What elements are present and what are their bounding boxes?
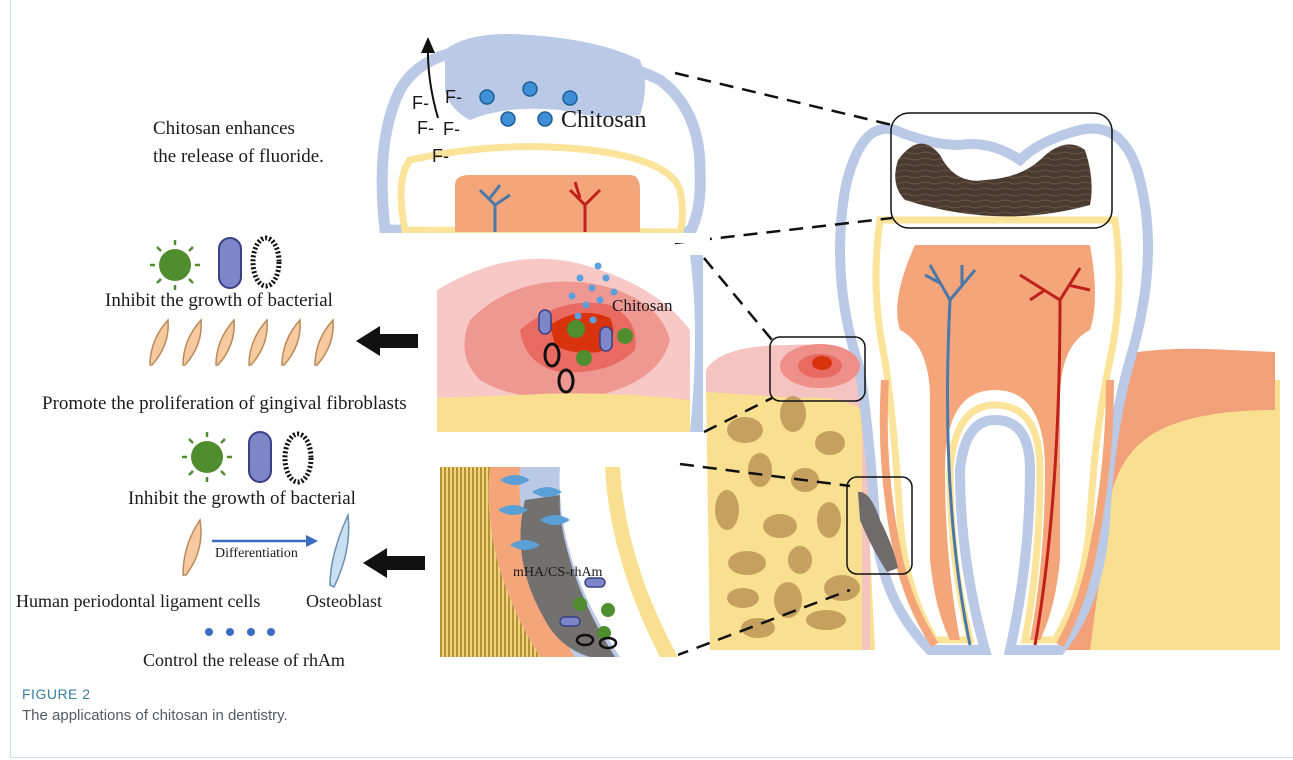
- rham-release-label: Control the release of rhAm: [143, 650, 345, 671]
- bacteria-icons-row-2: [182, 432, 311, 482]
- osteoblast-icon: [330, 515, 349, 587]
- differentiation-label: Differentiation: [215, 546, 298, 562]
- figure-label: FIGURE 2: [22, 686, 91, 702]
- gingiva-panel: [437, 248, 703, 432]
- left-arrow-1: [356, 326, 418, 356]
- fluoride-ion: F-: [443, 119, 460, 140]
- inhibit-bacteria-label-2: Inhibit the growth of bacterial: [128, 488, 356, 510]
- large-tooth: [706, 113, 1280, 650]
- fibroblast-proliferation-label: Promote the proliferation of gingival fi…: [42, 393, 407, 415]
- inhibit-bacteria-label-1: Inhibit the growth of bacterial: [105, 290, 333, 312]
- osteoblast-label: Osteoblast: [306, 591, 382, 612]
- top-chitosan-label: Chitosan: [561, 107, 646, 134]
- fluoride-ion: F-: [445, 87, 462, 108]
- bacteria-icons-row-1: [150, 238, 279, 290]
- fluoride-ion: F-: [412, 93, 429, 114]
- fibroblast-row: [150, 320, 333, 365]
- pdl-cell-icon: [183, 520, 201, 575]
- figure-caption: The applications of chitosan in dentistr…: [22, 707, 288, 724]
- fluoride-ion: F-: [417, 118, 434, 139]
- fluoride-note-line2: the release of fluoride.: [153, 146, 324, 168]
- fluoride-note-line1: Chitosan enhances: [153, 118, 295, 140]
- fluoride-ion: F-: [432, 146, 449, 167]
- rham-dots: [205, 628, 275, 636]
- gingiva-chitosan-label: Chitosan: [612, 296, 672, 316]
- left-arrow-2: [363, 548, 425, 578]
- pdl-cells-label: Human periodontal ligament cells: [16, 591, 260, 612]
- mha-cs-rham-label: mHA/CS-rhAm: [513, 565, 602, 581]
- periodontal-panel: [440, 467, 678, 657]
